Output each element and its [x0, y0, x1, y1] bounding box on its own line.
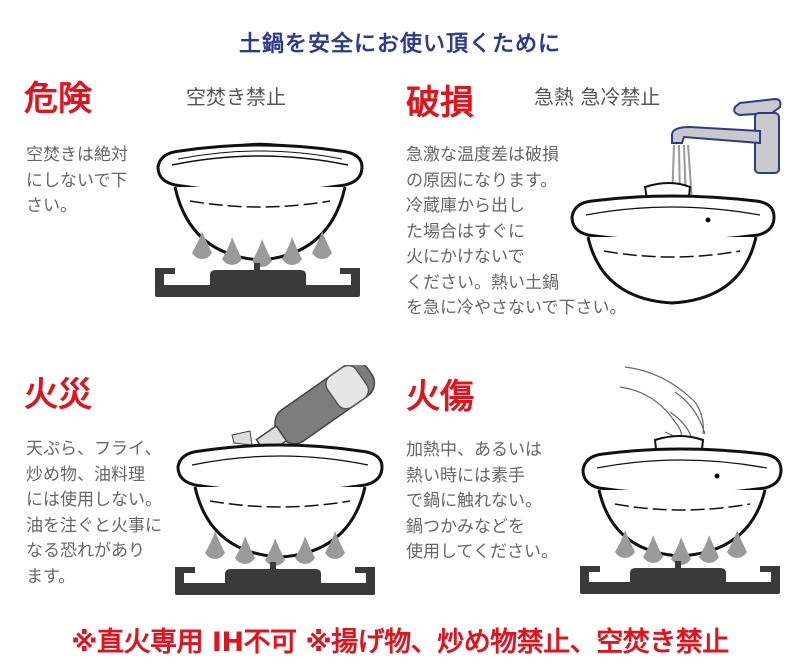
gas-stove-icon: [580, 561, 780, 594]
flame-icon: [205, 531, 345, 566]
gas-stove-icon: [175, 562, 375, 595]
donabe-pot-icon: [155, 142, 364, 297]
page-title: 土鍋を安全にお使い頂くために: [238, 32, 561, 57]
section-body: 天ぷら、フライ、 炒め物、油料理 には使用しない。 油を注ぐと火事に なる恐れが…: [26, 439, 162, 587]
flame-icon: [615, 530, 747, 565]
hand-touching-pot-illustration: [575, 362, 800, 597]
section-heading: 火災: [24, 375, 92, 415]
section-body: 空焚きは絶対 にしないで下 さい。: [26, 145, 128, 216]
section-heading: 破損: [406, 83, 474, 123]
donabe-under-faucet-illustration: [560, 95, 800, 310]
oil-pouring-illustration: [170, 365, 400, 597]
faucet-icon: [570, 97, 782, 305]
hand-icon: [580, 366, 783, 594]
footer-warning: ※直火専用 IH不可 ※揚げ物、炒め物禁止、空焚き禁止: [71, 627, 729, 658]
section-body: 急激な温度差は破損 の原因になります。 冷蔵庫から出し た場合はすぐに 火にかけ…: [406, 145, 627, 318]
gas-stove-icon: [155, 263, 360, 297]
oil-bottle-icon: [175, 365, 384, 595]
flame-icon: [192, 231, 332, 267]
donabe-on-stove-illustration: [150, 125, 370, 300]
section-subhead: 空焚き禁止: [186, 85, 286, 109]
section-heading: 危険: [24, 79, 92, 119]
section-heading: 火傷: [406, 377, 474, 417]
section-subhead: 急熱 急冷禁止: [534, 85, 661, 109]
section-body: 加熱中、あるいは 熱い時には素手 で鍋に触れない。 鍋つかみなどを 使用してくだ…: [406, 440, 558, 562]
